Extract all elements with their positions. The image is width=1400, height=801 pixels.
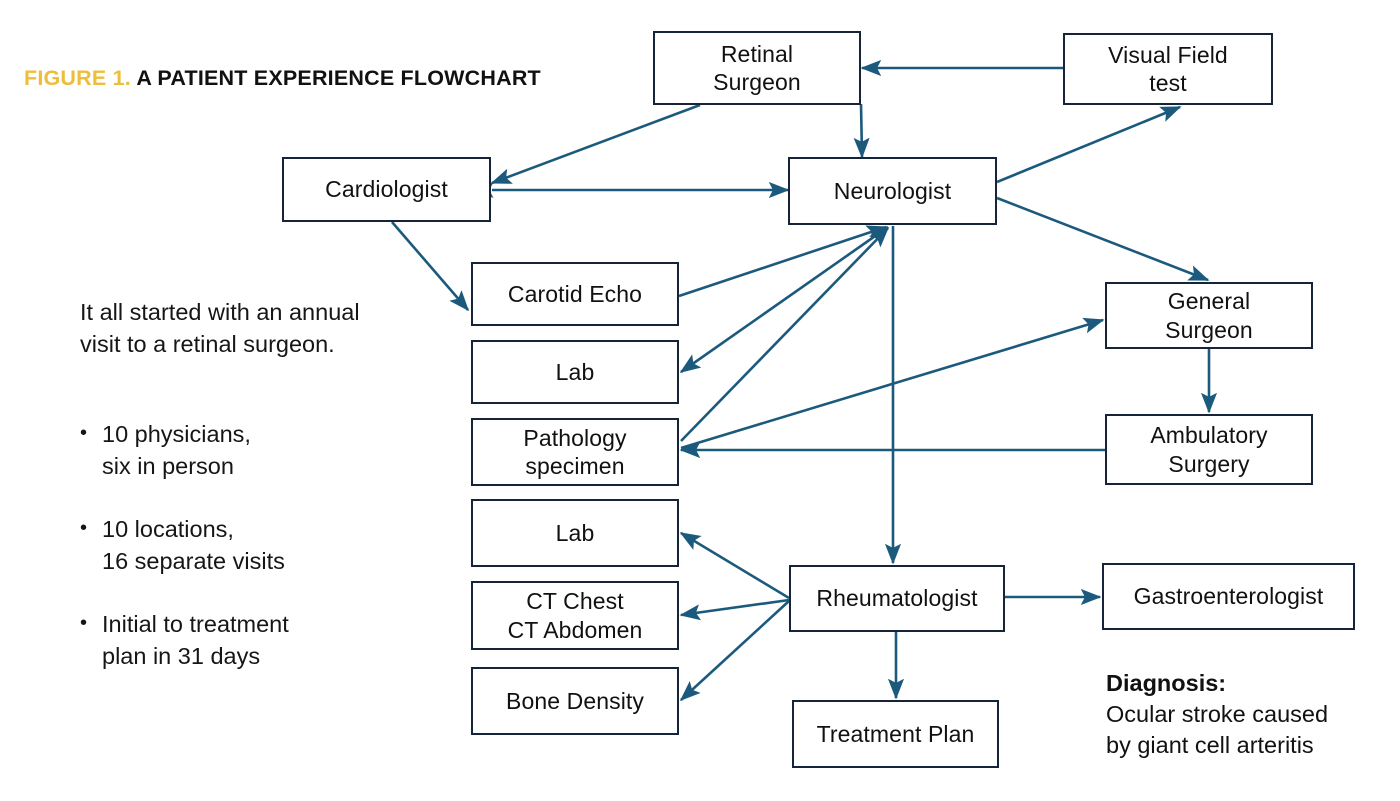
- edge-pathology-to-general-surgeon: [680, 317, 1105, 450]
- list-item-line1: Initial to treatment: [102, 610, 289, 637]
- edge-retinal-surgeon-to-cardiologist: [490, 103, 701, 185]
- node-treatment-plan[interactable]: Treatment Plan: [792, 700, 999, 768]
- node-gastroenterologist[interactable]: Gastroenterologist: [1102, 563, 1355, 630]
- list-item: • 10 physicians, six in person: [80, 418, 400, 483]
- list-item-line2: six in person: [102, 453, 234, 480]
- edge-rheumatologist-to-bone-density: [679, 600, 790, 702]
- edge-pathology-to-neurologist: [680, 226, 890, 442]
- list-item: • 10 locations, 16 separate visits: [80, 513, 400, 578]
- bullet-dot-icon: •: [80, 516, 88, 539]
- node-bone-density[interactable]: Bone Density: [471, 667, 679, 735]
- list-item-line1: 10 locations,: [102, 515, 234, 542]
- node-label: Cardiologist: [325, 176, 448, 203]
- node-label: Rheumatologist: [816, 585, 978, 612]
- node-carotid-echo[interactable]: Carotid Echo: [471, 262, 679, 326]
- node-label-line1: General: [1167, 288, 1251, 315]
- list-item-text: 10 locations, 16 separate visits: [102, 513, 400, 578]
- bullet-dot-icon: •: [80, 611, 88, 634]
- diagnosis-block: Diagnosis: Ocular stroke caused by giant…: [1106, 668, 1386, 761]
- node-label: Lab: [555, 358, 595, 385]
- intro-paragraph: It all started with an annual visit to a…: [80, 299, 360, 358]
- figure-title-text: A PATIENT EXPERIENCE FLOWCHART: [136, 66, 541, 90]
- figure-title: FIGURE 1. A PATIENT EXPERIENCE FLOWCHART: [24, 66, 541, 91]
- node-label: Carotid Echo: [507, 280, 643, 307]
- list-item: • Initial to treatment plan in 31 days: [80, 608, 400, 673]
- list-item-line1: 10 physicians,: [102, 421, 251, 447]
- edge-rheumatologist-to-lab-lower: [679, 531, 790, 600]
- node-rheumatologist[interactable]: Rheumatologist: [789, 565, 1005, 632]
- node-label-line2: specimen: [525, 453, 625, 479]
- edge-neurologist-to-general-surgeon: [996, 196, 1210, 282]
- node-label: Bone Density: [506, 687, 644, 714]
- node-neurologist[interactable]: Neurologist: [788, 157, 997, 225]
- node-label-line2: test: [1149, 70, 1187, 96]
- node-label-line1: CT Chest: [526, 588, 624, 615]
- edge-neurologist-to-visual-field: [996, 105, 1182, 184]
- edge-cardiologist-to-carotid-echo: [391, 221, 470, 312]
- node-label: Gastroenterologist: [1133, 583, 1324, 610]
- node-label-line1: Pathology: [523, 424, 627, 451]
- diagnosis-line1: Ocular stroke caused: [1106, 701, 1329, 728]
- list-item-line2: plan in 31 days: [102, 643, 261, 670]
- node-label-line2: Surgeon: [1165, 316, 1253, 343]
- node-label-line2: Surgery: [1168, 450, 1250, 477]
- node-label-line1: Visual Field: [1108, 41, 1228, 68]
- bullet-list: • 10 physicians, six in person • 10 loca…: [80, 418, 400, 703]
- diagnosis-line2: by giant cell arteritis: [1106, 732, 1314, 759]
- node-label-line2: CT Abdomen: [507, 616, 643, 643]
- node-label-line2: Surgeon: [713, 69, 801, 95]
- edge-retinal-surgeon-to-neurologist: [853, 103, 870, 159]
- node-lab-upper[interactable]: Lab: [471, 340, 679, 404]
- edge-neurologist-to-lab-upper: [679, 225, 889, 374]
- list-item-text: Initial to treatment plan in 31 days: [102, 608, 400, 673]
- node-label: Lab: [555, 519, 595, 546]
- node-label-line1: Ambulatory: [1150, 422, 1268, 449]
- node-lab-lower[interactable]: Lab: [471, 499, 679, 567]
- edge-carotid-echo-to-neurologist: [678, 225, 888, 298]
- list-item-line2: 16 separate visits: [102, 548, 285, 575]
- figure-number-label: FIGURE 1.: [24, 66, 131, 90]
- node-label: Neurologist: [833, 177, 952, 204]
- node-label: Treatment Plan: [816, 720, 975, 747]
- diagnosis-label: Diagnosis:: [1106, 670, 1227, 696]
- edge-rheumatologist-to-ct-scan: [679, 598, 790, 621]
- node-label-line1: Retinal: [720, 40, 794, 67]
- bullet-dot-icon: •: [80, 422, 88, 444]
- list-item-text: 10 physicians, six in person: [102, 418, 400, 483]
- node-cardiologist[interactable]: Cardiologist: [282, 157, 491, 222]
